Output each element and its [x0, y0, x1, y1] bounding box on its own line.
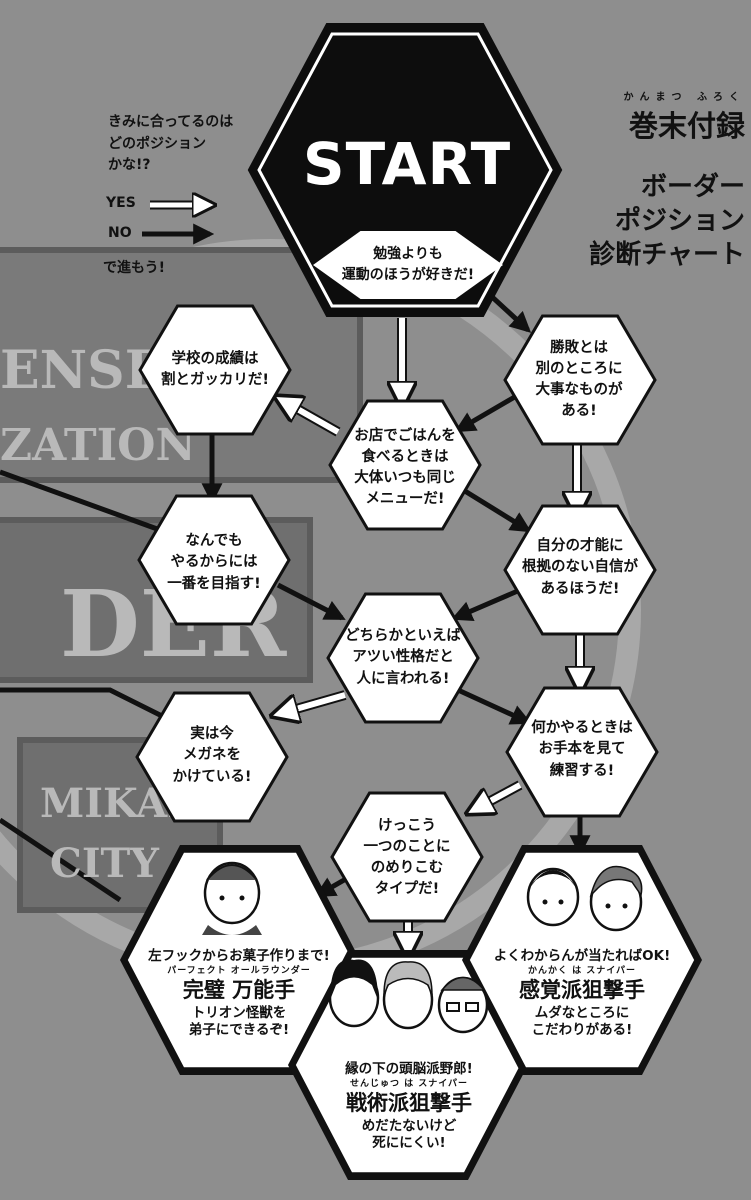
- q-winning-hexagon[interactable]: [503, 314, 657, 446]
- legend-proceed-text: で進もう!: [103, 260, 165, 276]
- title-line-2: ボーダー: [640, 172, 745, 202]
- no-start-to-winning: [488, 293, 532, 333]
- tactical-sniper-character-icons: [328, 959, 489, 1034]
- q-focus-hexagon[interactable]: [330, 791, 484, 923]
- no-passion-to-practice: [456, 687, 532, 725]
- bg-black-line-2: [0, 687, 172, 723]
- yes-passion-to-glasses: [275, 690, 347, 715]
- watermark-ense: ENSE: [0, 340, 165, 401]
- legend-yes-label: YES: [106, 195, 136, 211]
- yes-menu-to-grades: [278, 398, 341, 437]
- bg-black-line-3: [0, 817, 122, 903]
- title-ruby: かんまつ ふろく: [623, 92, 745, 103]
- title-line-4: 診断チャート: [589, 239, 745, 270]
- q-menu-hexagon[interactable]: [328, 399, 482, 531]
- instruction-line-2: どのポジション: [108, 135, 206, 152]
- q-talent-hexagon[interactable]: [503, 504, 657, 636]
- watermark-city: CITY: [50, 840, 159, 887]
- instruction-line-3: かな!?: [108, 157, 151, 174]
- instructions: きみに合ってるのは どのポジション かな!?: [108, 112, 233, 177]
- q-grades-hexagon[interactable]: [138, 304, 292, 436]
- question-hexagons: [135, 304, 659, 923]
- start-label: START: [302, 130, 512, 198]
- no-number-one-to-passion: [276, 582, 346, 621]
- yes-practice-to-focus: [470, 780, 523, 812]
- title-line-3: ポジション: [614, 205, 745, 236]
- q-number-one-hexagon[interactable]: [137, 494, 291, 626]
- legend-no-label: NO: [108, 225, 132, 241]
- q-passion-hexagon[interactable]: [326, 592, 480, 724]
- character-faces: [202, 861, 643, 1034]
- bg-black-line-1: [0, 469, 161, 533]
- q-glasses-hexagon[interactable]: [135, 691, 289, 823]
- instruction-line-1: きみに合ってるのは: [108, 114, 234, 130]
- start-hexagon[interactable]: [247, 23, 563, 317]
- title-block: かんまつ ふろく 巻末付録 ボーダー ポジション 診断チャート: [545, 88, 745, 272]
- result-hexagons: [120, 845, 702, 1180]
- no-winning-to-menu: [454, 392, 520, 433]
- intuitive-sniper-character-icons: [526, 865, 643, 932]
- title-main: 巻末付録: [628, 109, 745, 143]
- all-rounder-character-icon: [202, 861, 262, 935]
- no-talent-to-passion: [451, 587, 521, 621]
- result-all-rounder-hexagon[interactable]: [120, 845, 360, 1075]
- q-practice-hexagon[interactable]: [505, 686, 659, 818]
- watermark-zation: ZATION: [0, 420, 196, 471]
- yes-arrows: [207, 318, 580, 955]
- no-menu-to-talent: [458, 485, 532, 533]
